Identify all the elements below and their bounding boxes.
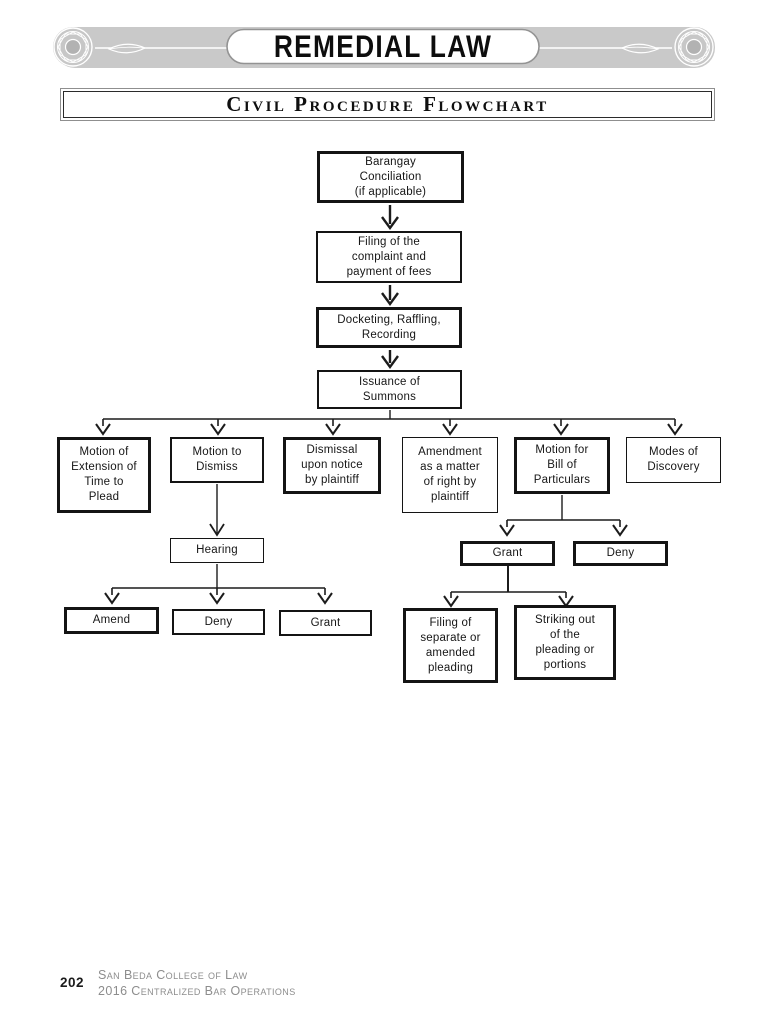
organization-block: San Beda College of Law 2016 Centralized… — [98, 968, 296, 999]
page-number: 202 — [60, 975, 85, 990]
node-amendment-matter-of-right: Amendment as a matter of right by plaint… — [402, 437, 498, 513]
banner-title: REMEDIAL LAW — [273, 28, 493, 64]
node-dismissal-upon-notice: Dismissal upon notice by plaintiff — [283, 437, 381, 494]
arrow-fan-summons — [95, 410, 683, 436]
node-barangay-conciliation: Barangay Conciliation (if applicable) — [317, 151, 464, 203]
arrow-fan-bill — [499, 495, 628, 537]
node-deny-bill: Deny — [573, 541, 668, 566]
node-docketing-raffling: Docketing, Raffling, Recording — [316, 307, 462, 348]
node-grant-bill: Grant — [460, 541, 555, 566]
arrow-fan-grant — [443, 566, 574, 608]
node-hearing: Hearing — [170, 538, 264, 563]
page-footer: 202 San Beda College of Law 2016 Central… — [60, 968, 296, 999]
banner-title-pill — [226, 28, 540, 65]
remedial-law-banner: REMEDIAL LAW — [0, 0, 768, 80]
node-grant-after-hearing: Grant — [279, 610, 372, 636]
node-modes-of-discovery: Modes of Discovery — [626, 437, 721, 483]
node-motion-bill-particulars: Motion for Bill of Particulars — [514, 437, 610, 494]
arrow-docketing-to-summons — [381, 350, 399, 370]
arrow-fan-hearing — [104, 564, 333, 605]
page-title: Civil Procedure Flowchart — [63, 91, 712, 118]
node-motion-to-dismiss: Motion to Dismiss — [170, 437, 264, 483]
arrow-filing-to-docketing — [381, 285, 399, 307]
arrow-barangay-to-filing — [381, 205, 399, 231]
node-issuance-of-summons: Issuance of Summons — [317, 370, 462, 409]
page-title-box: Civil Procedure Flowchart — [60, 88, 715, 121]
banner-ornaments — [52, 26, 715, 68]
organization-line2: 2016 Centralized Bar Operations — [98, 983, 296, 998]
node-striking-out-pleading: Striking out of the pleading or portions — [514, 605, 616, 680]
organization-line1: San Beda College of Law — [98, 968, 248, 982]
rosette-ornament-left — [52, 26, 94, 68]
node-filing-complaint: Filing of the complaint and payment of f… — [316, 231, 462, 283]
node-amend: Amend — [64, 607, 159, 634]
node-deny-after-hearing: Deny — [172, 609, 265, 635]
node-filing-separate-pleading: Filing of separate or amended pleading — [403, 608, 498, 683]
node-motion-extension-time: Motion of Extension of Time to Plead — [57, 437, 151, 513]
arrow-dismiss-to-hearing — [209, 484, 225, 537]
rosette-ornament-right — [673, 26, 715, 68]
